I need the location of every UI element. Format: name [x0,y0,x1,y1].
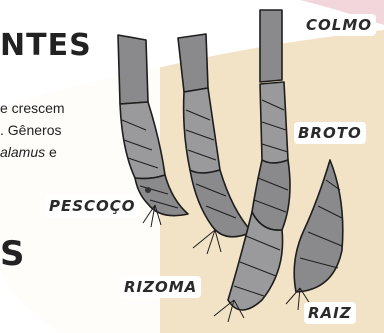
culm-middle [178,34,208,92]
culm-left-node-segment [120,102,165,179]
label-raiz: RAIZ [304,302,356,324]
rhizome-neck-left [135,175,188,216]
shoot-bud [294,160,343,292]
node-dot [145,187,151,193]
culm-middle-node-segment [184,88,220,173]
culm-left [118,35,148,104]
label-colmo: COLMO [302,14,376,36]
label-broto: BROTO [294,122,366,144]
label-rizoma: RIZOMA [120,276,201,298]
culm-right [260,10,282,82]
rhizome-segment-middle [190,170,252,237]
label-pescoco: PESCOÇO [45,195,140,217]
root [193,230,221,254]
